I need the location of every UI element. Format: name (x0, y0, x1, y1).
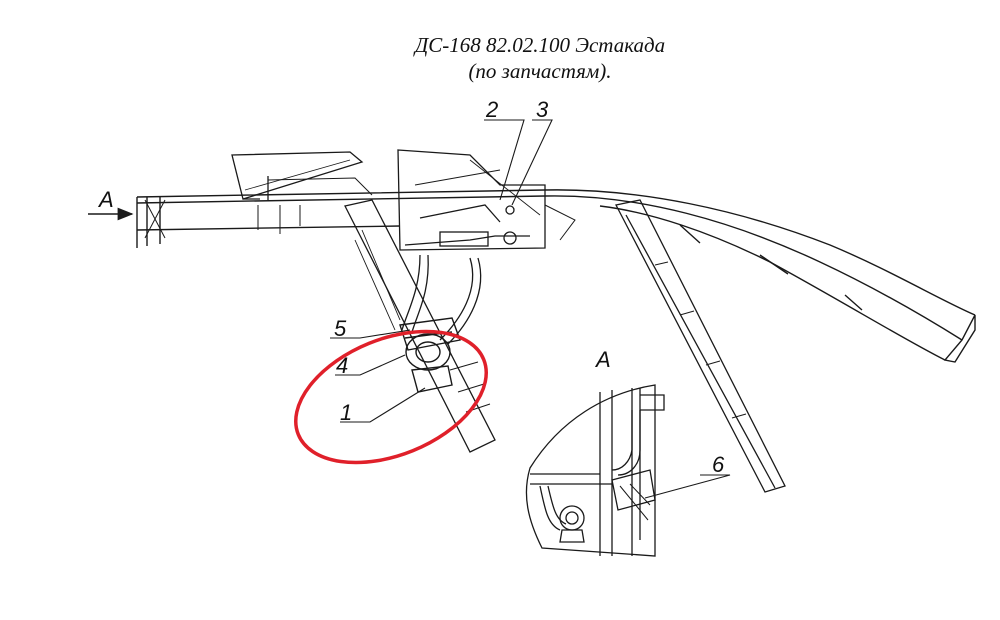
callout-leaders (330, 119, 731, 499)
callout-2: 2 (485, 97, 498, 122)
highlight-ellipse (294, 329, 488, 465)
hopper-plate (231, 151, 373, 234)
left-support-leg (344, 199, 496, 453)
right-support-leg (615, 199, 786, 493)
detail-view-a (525, 384, 665, 557)
drawing-title-line1: ДС-168 82.02.100 Эстакада (414, 33, 666, 57)
callout-1: 1 (340, 400, 352, 425)
lift-mechanism (397, 149, 576, 251)
callout-3: 3 (536, 97, 549, 122)
drawing-title-line2: (по запчастям). (468, 59, 612, 83)
trestle-main-beam (136, 189, 976, 363)
view-label-main: A (97, 187, 114, 212)
view-label-detail: A (594, 347, 611, 372)
callout-6: 6 (712, 452, 725, 477)
callout-5: 5 (334, 316, 347, 341)
